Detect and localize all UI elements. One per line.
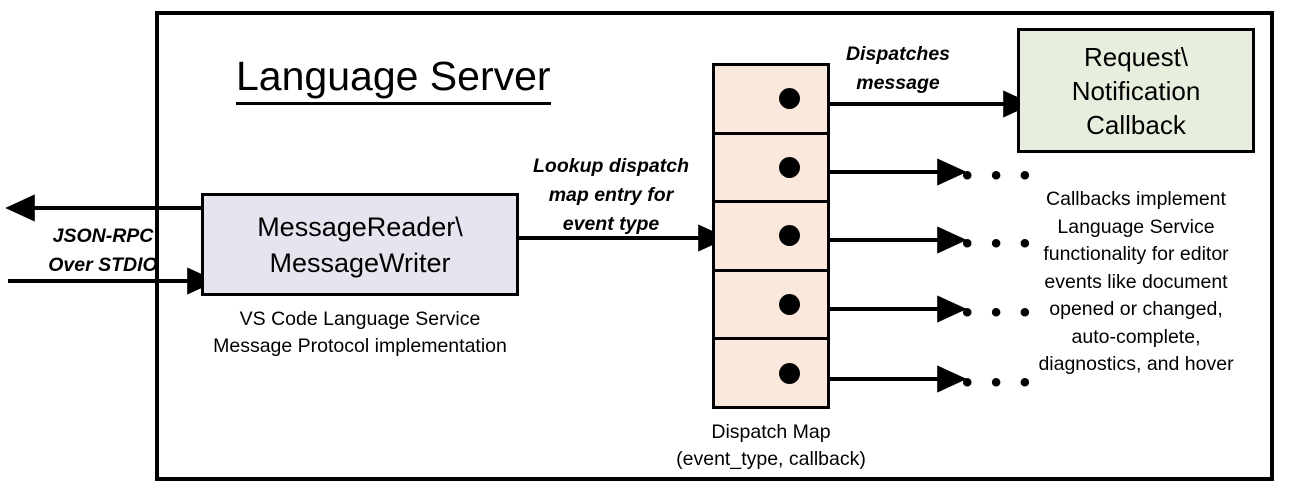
ellipsis-row-2: • • •: [962, 159, 1036, 192]
request-notification-callback-box[interactable]: Request\ Notification Callback: [1017, 28, 1255, 153]
dispatch-map-caption-line1: Dispatch Map: [711, 421, 831, 443]
callback-box-line1: Request\: [1083, 41, 1189, 72]
callback-box-line3: Callback: [1086, 109, 1186, 140]
ellipsis-row-5: • • •: [962, 366, 1036, 399]
callback-desc-line5: opened or changed,: [1049, 298, 1223, 320]
callback-dot-icon: [779, 88, 800, 110]
message-box-caption-line2: Message Protocol implementation: [213, 335, 507, 357]
table-row[interactable]: [715, 203, 827, 272]
callback-desc-line4: events like document: [1044, 270, 1228, 293]
jsonrpc-label-line2: Over STDIO: [48, 254, 158, 276]
lookup-dispatch-label: Lookup dispatch map entry for event type: [516, 152, 706, 239]
callback-box-line2: Notification: [1071, 75, 1201, 106]
dispatches-line1: Dispatches: [845, 43, 951, 65]
table-row[interactable]: [715, 340, 827, 406]
language-server-frame: [155, 11, 1274, 481]
table-row[interactable]: [715, 272, 827, 341]
callback-desc-line3: functionality for editor: [1043, 243, 1229, 265]
lookup-label-line3: event type: [562, 213, 660, 235]
message-box-caption: VS Code Language Service Message Protoco…: [190, 306, 530, 360]
callback-dot-icon: [779, 294, 800, 316]
dispatch-map-table[interactable]: [712, 63, 830, 409]
callback-dot-icon: [779, 225, 800, 247]
dispatches-message-label: Dispatches message: [836, 40, 960, 98]
callback-desc-line6: auto-complete,: [1071, 325, 1201, 348]
ellipsis-row-3: • • •: [962, 227, 1036, 260]
table-row[interactable]: [715, 135, 827, 204]
lookup-label-line2: map entry for: [548, 184, 674, 206]
callback-dot-icon: [779, 362, 800, 384]
message-reader-writer-box[interactable]: MessageReader\ MessageWriter: [201, 193, 519, 296]
message-box-line1: MessageReader\: [257, 211, 463, 242]
message-box-caption-line1: VS Code Language Service: [239, 308, 481, 330]
jsonrpc-label-line1: JSON-RPC: [52, 225, 154, 247]
dispatches-line2: message: [856, 72, 940, 94]
callback-desc-line2: Language Service: [1057, 215, 1215, 238]
jsonrpc-label: JSON-RPC Over STDIO: [30, 222, 176, 280]
callback-desc-line7: diagnostics, and hover: [1038, 353, 1234, 375]
callback-dot-icon: [779, 156, 800, 178]
page-title: Language Server: [236, 52, 551, 105]
dispatch-map-caption: Dispatch Map (event_type, callback): [650, 419, 892, 473]
table-row[interactable]: [715, 66, 827, 135]
dispatch-map-caption-line2: (event_type, callback): [676, 448, 866, 470]
lookup-label-line1: Lookup dispatch: [533, 155, 689, 177]
message-box-line2: MessageWriter: [269, 247, 451, 278]
callback-desc-line1: Callbacks implement: [1046, 188, 1226, 210]
ellipsis-row-4: • • •: [962, 296, 1036, 329]
callback-description: Callbacks implement Language Service fun…: [1003, 186, 1269, 379]
